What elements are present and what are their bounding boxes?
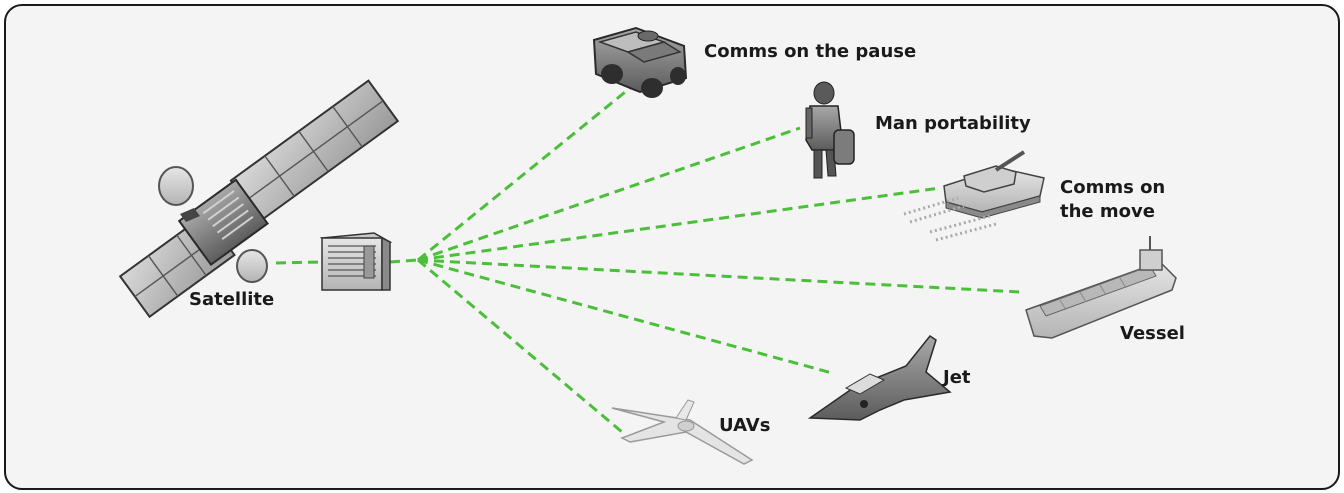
label-satellite: Satellite xyxy=(189,289,275,310)
label-comms-on-the-move: Comms on the move xyxy=(1060,177,1166,222)
uav-icon xyxy=(611,399,754,465)
label-comms-on-the-pause: Comms on the pause xyxy=(704,41,917,62)
label-vessel: Vessel xyxy=(1120,323,1185,344)
label-jet: Jet xyxy=(943,367,971,388)
label-uavs: UAVs xyxy=(719,415,771,436)
link-modem-hub xyxy=(389,258,419,264)
link-vessel xyxy=(417,258,1021,294)
cargo-ship-icon xyxy=(1025,236,1177,339)
link-humvee xyxy=(417,78,641,262)
link-uav xyxy=(417,258,623,434)
link-jet xyxy=(417,258,833,375)
soldier-icon xyxy=(805,81,855,179)
tank-icon xyxy=(903,150,1045,242)
modem-rack-icon xyxy=(319,232,393,291)
link-soldier xyxy=(417,126,801,262)
satellite-icon xyxy=(118,79,400,319)
humvee-icon xyxy=(592,26,688,98)
link-satellite-modem xyxy=(275,260,323,265)
fighter-jet-icon xyxy=(807,334,952,421)
link-lines xyxy=(275,78,1021,434)
label-man-portability: Man portability xyxy=(875,113,1031,134)
link-tank xyxy=(417,186,941,262)
